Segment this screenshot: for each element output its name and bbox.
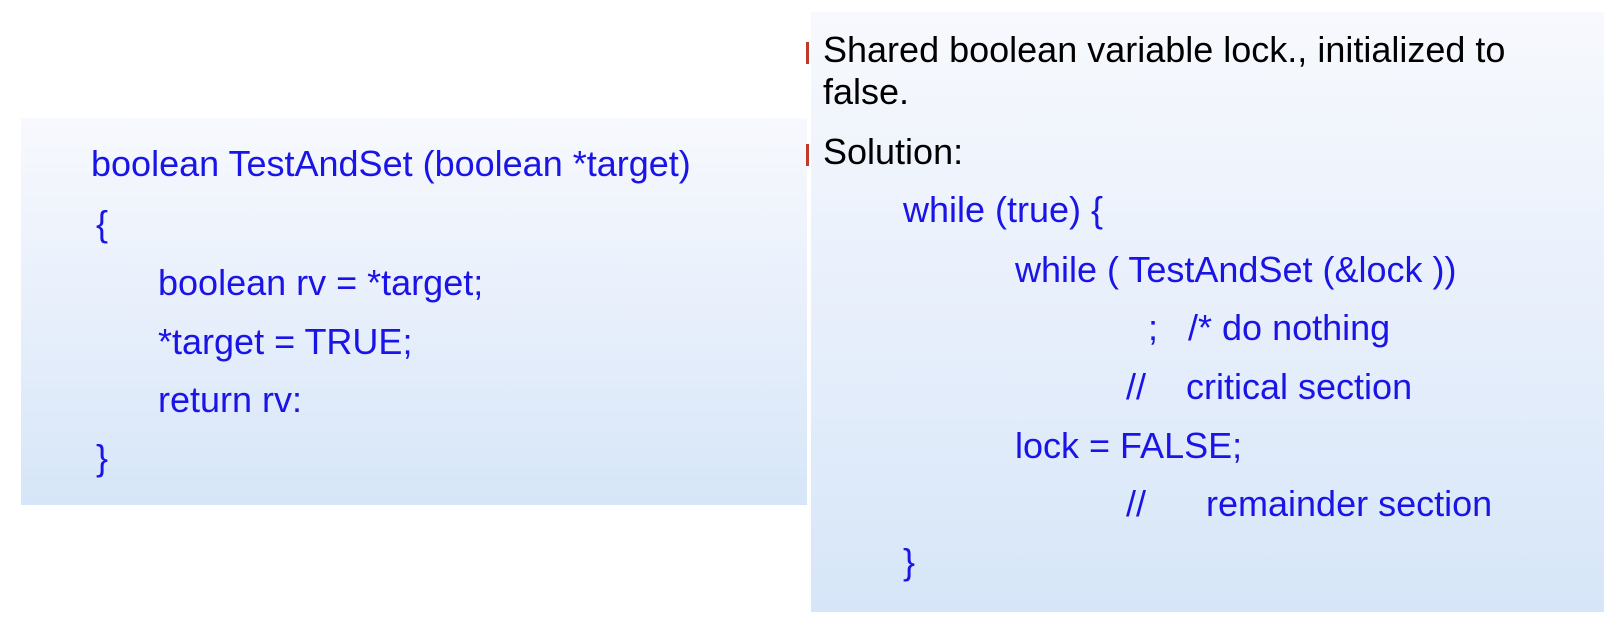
bullet-shared-lock: Shared boolean variable lock., initializ… [823,29,1506,70]
lock-solution-panel: Shared boolean variable lock., initializ… [806,12,1604,612]
code-line-inner-while: while ( TestAndSet (&lock )) [1015,249,1457,290]
code-line-close-brace: } [903,541,916,582]
code-line-critical-section: // critical section [1126,366,1413,407]
bullet-marker [806,144,809,166]
bullet-shared-lock-continued: false. [823,71,910,112]
code-line-close-brace: } [96,437,109,478]
testandset-definition-panel: boolean TestAndSet (boolean *target) { b… [21,118,807,505]
code-line-do-nothing: ; /* do nothing [1148,307,1391,348]
code-line-rv-assign: boolean rv = *target; [158,262,484,303]
bullet-solution: Solution: [823,131,964,172]
code-line-target-assign: *target = TRUE; [158,321,413,362]
code-line-signature: boolean TestAndSet (boolean *target) [91,143,691,184]
code-line-open-brace: { [96,203,109,244]
code-line-return: return rv: [158,379,303,420]
code-line-remainder-section: // remainder section [1126,483,1493,524]
code-line-release-lock: lock = FALSE; [1015,425,1243,466]
bullet-marker [806,42,809,64]
code-line-outer-while: while (true) { [903,189,1104,230]
